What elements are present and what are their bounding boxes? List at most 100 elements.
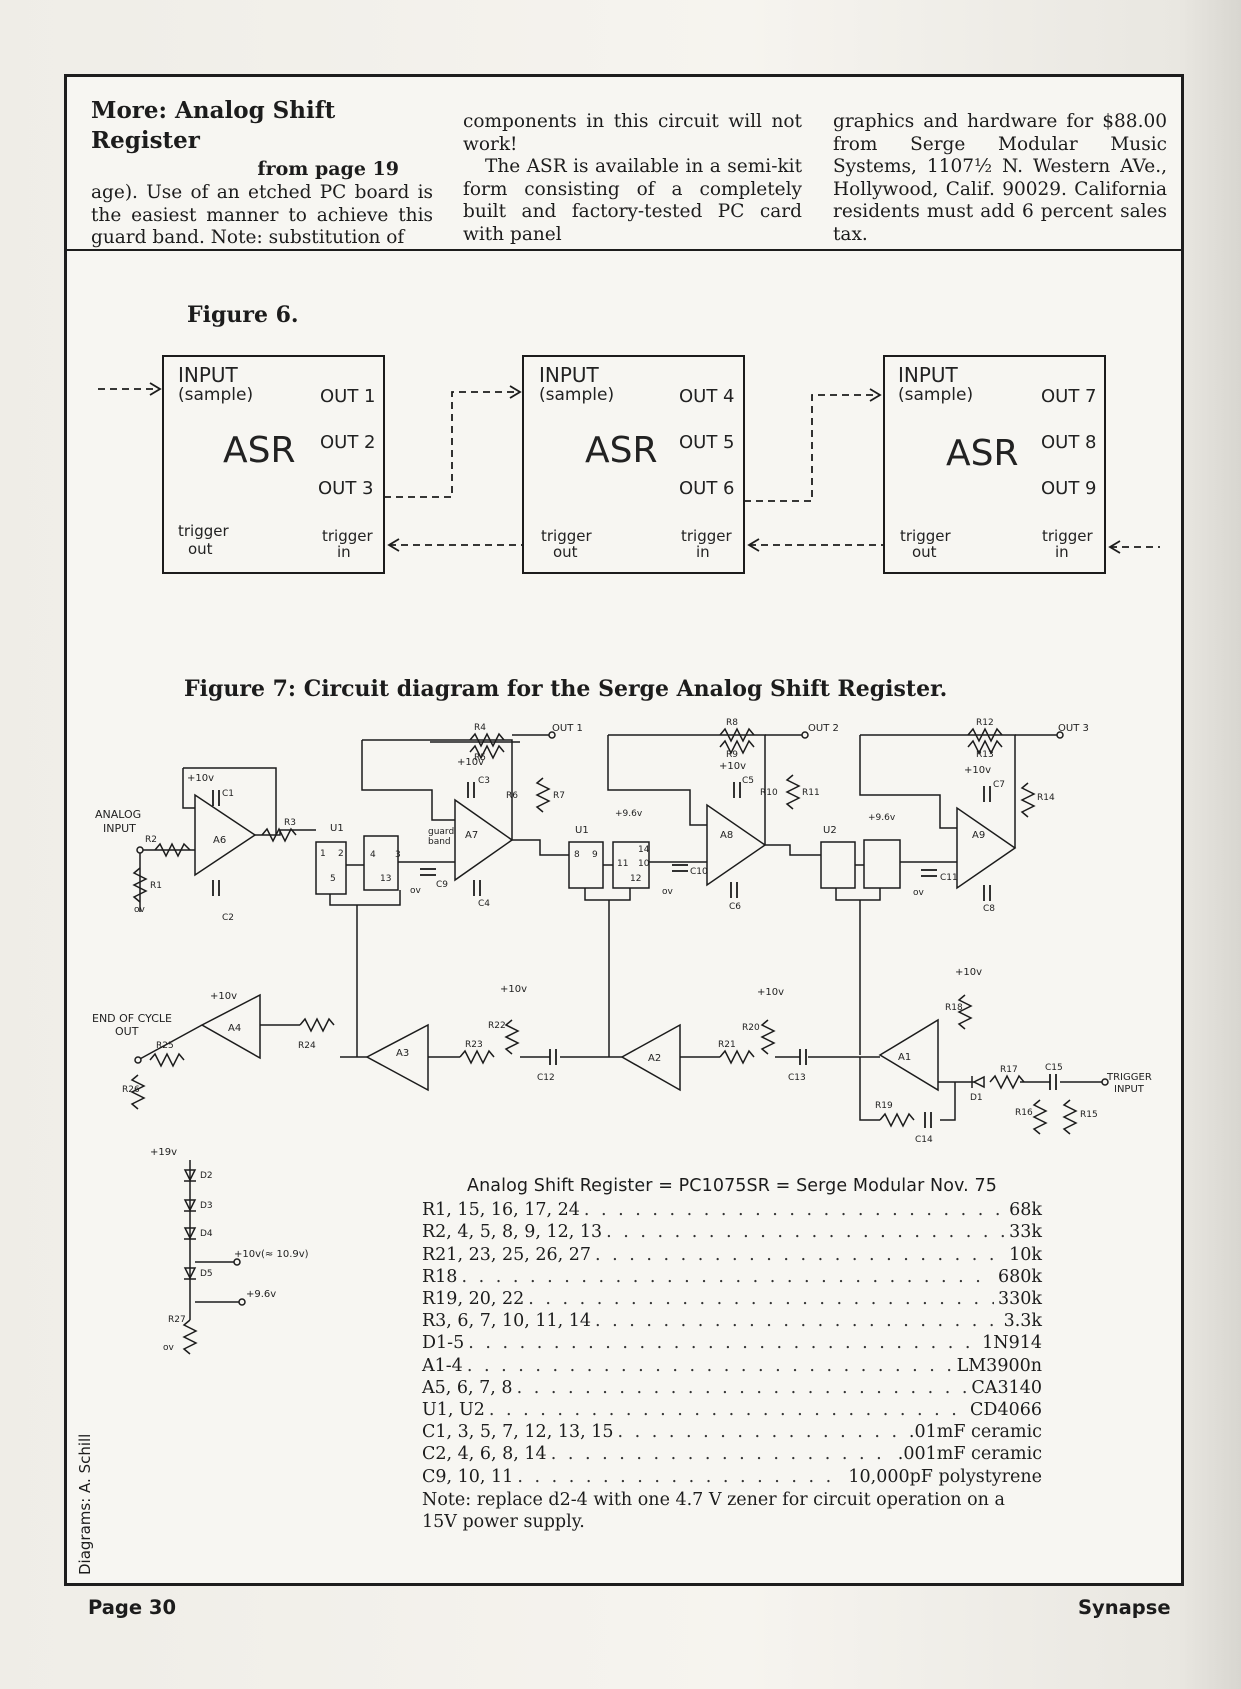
block-1-trigger-out-2: out <box>188 540 213 558</box>
block-3-out-b: OUT 8 <box>1041 432 1097 453</box>
c8-label: C8 <box>983 904 995 914</box>
article-title: More: Analog Shift Register <box>91 97 336 154</box>
leader-dots <box>517 1377 968 1399</box>
d1-label: D1 <box>970 1093 983 1103</box>
r12-label: R12 <box>976 718 994 728</box>
leader-dots <box>606 1221 1005 1243</box>
part-value: .01mF ceramic <box>908 1422 1042 1443</box>
block-1-trigger-in-2: in <box>337 543 351 561</box>
parts-row: R18 680k <box>422 1266 1042 1288</box>
d2-label: D2 <box>200 1171 213 1181</box>
d3-label: D3 <box>200 1201 213 1211</box>
d5-label: D5 <box>200 1269 213 1279</box>
part-designators: C9, 10, 11 <box>422 1466 514 1487</box>
c11-label: C11 <box>940 873 958 883</box>
part-designators: A1-4 <box>422 1355 463 1376</box>
pin-13: 13 <box>380 874 391 884</box>
figure-6-connections <box>98 388 1160 548</box>
part-value: CA3140 <box>971 1377 1042 1398</box>
part-designators: R18 <box>422 1266 458 1287</box>
c4-label: C4 <box>478 899 490 909</box>
asr-block-3: INPUT (sample) ASR OUT 7 OUT 8 OUT 9 tri… <box>883 355 1106 574</box>
part-value: 680k <box>997 1266 1042 1287</box>
parts-list-title: Analog Shift Register = PC1075SR = Serge… <box>467 1176 997 1196</box>
guard-band-label-1: guard <box>428 827 454 837</box>
c6-label: C6 <box>729 902 741 912</box>
page-number: Page 30 <box>88 1596 177 1619</box>
pin-5: 5 <box>330 874 336 884</box>
parts-list-rows: R1, 15, 16, 17, 2468kR2, 4, 5, 8, 9, 12,… <box>422 1199 1042 1488</box>
v96-label: +9.6v <box>246 1289 276 1300</box>
part-value: 330k <box>997 1289 1042 1310</box>
block-2-input-sub: (sample) <box>539 385 614 405</box>
r25-label: R25 <box>156 1041 174 1051</box>
r8-label: R8 <box>726 718 738 728</box>
ov-label: ov <box>410 886 422 896</box>
asr-block-2: INPUT (sample) ASR OUT 4 OUT 5 OUT 6 tri… <box>522 355 745 574</box>
block-2-out-b: OUT 5 <box>679 432 735 453</box>
block-3-trigger-out-2: out <box>912 543 937 561</box>
v96-label-a8: +9.6v <box>615 809 643 819</box>
v96-label-a9: +9.6v <box>868 813 896 823</box>
asr-block-1: INPUT (sample) ASR OUT 1 OUT 2 OUT 3 tri… <box>162 355 385 574</box>
block-3-out-a: OUT 7 <box>1041 386 1097 407</box>
parts-row: A1-4LM3900n <box>422 1355 1042 1377</box>
pin-10: 10 <box>638 859 650 869</box>
block-1-trigger-out-1: trigger <box>178 522 229 540</box>
block-2-trigger-in-1: trigger <box>681 527 732 545</box>
c15-label: C15 <box>1045 1063 1063 1073</box>
part-value: 1N914 <box>982 1333 1042 1354</box>
capacitors <box>212 782 1057 1128</box>
r26-label: R26 <box>122 1085 140 1095</box>
leader-dots <box>517 1466 844 1488</box>
figure-7-schematic: ANALOG INPUT END OF CYCLE OUT TRIGGER IN… <box>92 718 1152 1355</box>
trigger-input-label-1: TRIGGER <box>1106 1072 1152 1083</box>
block-1-out-b: OUT 2 <box>320 432 376 453</box>
continued-from: from page 19 <box>257 158 399 180</box>
column-2-para-1: components in this circuit will not work… <box>463 111 802 155</box>
block-3-trigger-in-1: trigger <box>1042 527 1093 545</box>
leader-dots <box>595 1310 1000 1332</box>
pin-9: 9 <box>592 850 598 860</box>
r5-label: R5 <box>474 753 486 763</box>
part-designators: D1-5 <box>422 1333 465 1354</box>
part-designators: R3, 6, 7, 10, 11, 14 <box>422 1311 592 1332</box>
parts-row: C2, 4, 6, 8, 14.001mF ceramic <box>422 1443 1042 1465</box>
pin-14: 14 <box>638 845 650 855</box>
r9-label: R9 <box>726 750 738 760</box>
block-3-input-label: INPUT <box>898 363 959 387</box>
block-1-asr-label: ASR <box>223 430 296 471</box>
analog-input-label-2: INPUT <box>103 822 136 835</box>
resistors <box>130 727 1078 1355</box>
amp-a2-label: A2 <box>648 1053 661 1064</box>
pin-11: 11 <box>617 859 628 869</box>
block-2-trigger-in-2: in <box>696 543 710 561</box>
r24-label: R24 <box>298 1041 316 1051</box>
block-2-input-label: INPUT <box>539 363 600 387</box>
c2-label: C2 <box>222 913 234 923</box>
c12-label: C12 <box>537 1073 555 1083</box>
r4-label: R4 <box>474 723 486 733</box>
v10-label-a2: +10v <box>757 987 784 998</box>
part-designators: A5, 6, 7, 8 <box>422 1377 513 1398</box>
parts-row: D1-5 1N914 <box>422 1332 1042 1354</box>
ov-label: ov <box>662 887 674 897</box>
c13-label: C13 <box>788 1073 806 1083</box>
end-of-cycle-label-1: END OF CYCLE <box>92 1012 172 1025</box>
switch-u1-label: U1 <box>330 823 344 834</box>
header-divider <box>64 249 1184 251</box>
out3-label: OUT 3 <box>1058 723 1089 734</box>
c9-label: C9 <box>436 880 448 890</box>
terminals <box>134 731 1109 1306</box>
parts-row: R2, 4, 5, 8, 9, 12, 1333k <box>422 1221 1042 1243</box>
parts-row: R3, 6, 7, 10, 11, 143.3k <box>422 1310 1042 1332</box>
block-2-trigger-out-2: out <box>553 543 578 561</box>
part-designators: U1, U2 <box>422 1400 485 1421</box>
column-3-text: graphics and hardware for $88.00 from Se… <box>833 111 1167 245</box>
parts-row: U1, U2CD4066 <box>422 1399 1042 1421</box>
c10-label: C10 <box>690 867 708 877</box>
amp-a1-label: A1 <box>898 1052 911 1063</box>
r18-label: R18 <box>945 1003 963 1013</box>
r15-label: R15 <box>1080 1110 1098 1120</box>
